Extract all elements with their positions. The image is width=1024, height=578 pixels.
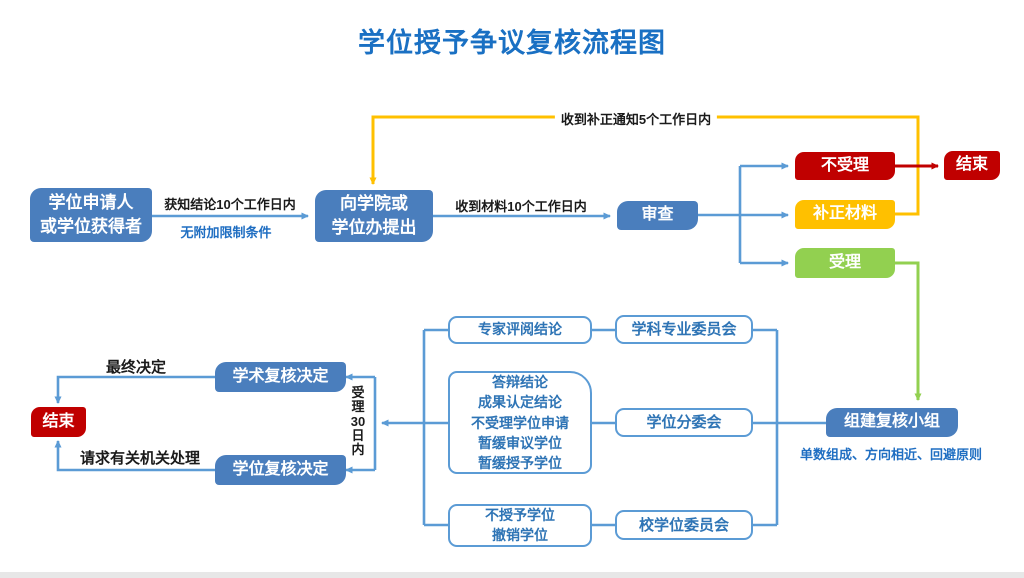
node-no-degree-revoke: 不授予学位 撤销学位 [448, 504, 592, 547]
node-end-left: 结束 [31, 407, 86, 437]
edge-supplement-feedback [369, 115, 920, 216]
bottom-divider [0, 572, 1024, 578]
node-supplement-label: 补正材料 [812, 205, 877, 223]
node-defense-outcomes: 答辩结论 成果认定结论 不受理学位申请 暂缓审议学位 暂缓授予学位 [448, 371, 592, 474]
node-applicant-line2: 或学位获得者 [40, 217, 142, 236]
node-subject-committee-label: 学科专业委员会 [631, 321, 737, 338]
outcome-line: 成果认定结论 [478, 394, 562, 411]
node-academic-review-decision: 学术复核决定 [215, 362, 346, 392]
outcome-line: 不受理学位申请 [471, 414, 569, 431]
revoke-line: 不授予学位 [485, 506, 555, 523]
node-university-degree-committee-label: 校学位委员会 [638, 516, 729, 534]
node-submit-line2: 学位办提出 [331, 218, 417, 237]
node-degree-review-decision-label: 学位复核决定 [232, 460, 329, 478]
node-expert-review-conclusion: 专家评阅结论 [448, 316, 592, 344]
node-end-left-label: 结束 [42, 412, 75, 430]
node-applicant-line1: 学位申请人 [48, 193, 134, 213]
node-supplement-materials: 补正材料 [795, 200, 895, 229]
node-end-top: 结束 [944, 151, 1000, 180]
accept-30-char: 30 [350, 413, 366, 429]
edge-review-branch-trunk [698, 166, 742, 263]
node-review-label: 审查 [641, 206, 674, 224]
node-form-review-team-label: 组建复核小组 [843, 413, 940, 431]
label-no-conditions: 无附加限制条件 [180, 225, 272, 240]
label-supplement-notice-5-days: 收到补正通知5个工作日内 [554, 109, 718, 128]
edge-outcome-rail-left [422, 328, 448, 527]
edge-committee-rail-right [753, 328, 826, 527]
outcome-line: 答辩结论 [492, 374, 548, 391]
outcome-line: 暂缓审议学位 [478, 434, 562, 451]
node-form-review-team: 组建复核小组 [826, 408, 958, 437]
node-submit: 向学院或 学位办提出 [315, 190, 433, 242]
accept-30-char: 内 [351, 442, 365, 458]
node-review: 审查 [617, 201, 698, 230]
node-degree-review-decision: 学位复核决定 [215, 455, 346, 485]
label-team-principles: 单数组成、方向相近、回避原则 [799, 447, 983, 462]
node-degree-subcommittee-label: 学位分委会 [646, 414, 722, 431]
label-accept-30-days: 受 理 30 日 内 [348, 385, 368, 458]
outcome-line: 暂缓授予学位 [478, 454, 562, 471]
accept-30-char: 日 [351, 427, 365, 443]
label-notify-10-days: 获知结论10个工作日内 [164, 197, 296, 212]
node-submit-line1: 向学院或 [340, 194, 408, 214]
node-expert-review-conclusion-label: 专家评阅结论 [478, 321, 562, 338]
revoke-line: 撤销学位 [492, 526, 548, 543]
node-reject-label: 不受理 [820, 156, 869, 174]
node-university-degree-committee: 校学位委员会 [615, 510, 753, 540]
edge-degree-to-end [54, 440, 215, 472]
label-request-agency: 请求有关机关处理 [79, 450, 201, 467]
label-materials-10-days: 收到材料10个工作日内 [455, 199, 587, 214]
node-degree-subcommittee: 学位分委会 [615, 408, 753, 437]
page-title: 学位授予争议复核流程图 [358, 28, 666, 58]
label-final-decision: 最终决定 [105, 359, 167, 376]
edge-accept-to-team [895, 261, 922, 401]
node-accept: 受理 [795, 248, 895, 278]
node-reject: 不受理 [795, 152, 895, 180]
edge-academic-to-end [54, 375, 215, 404]
node-end-top-label: 结束 [955, 156, 988, 174]
node-applicant: 学位申请人 或学位获得者 [30, 188, 152, 242]
accept-30-char: 受 [351, 385, 365, 400]
accept-30-char: 理 [351, 399, 365, 415]
node-accept-label: 受理 [828, 253, 861, 271]
node-subject-committee: 学科专业委员会 [615, 315, 753, 344]
node-academic-review-decision-label: 学术复核决定 [232, 367, 329, 385]
edge-outcome-committee-stubs [592, 328, 615, 527]
